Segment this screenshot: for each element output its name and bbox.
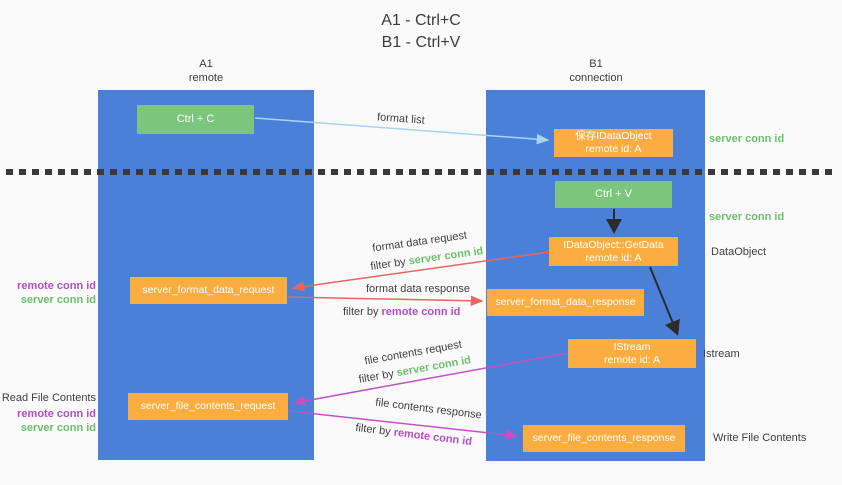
label-dataobject: DataObject [711,246,767,258]
label-server-conn-id-top: server conn id [709,133,785,145]
node-server-file-contents-response-label: server_file_contents_response [532,432,676,444]
node-save-idataobject-line2: remote id: A [585,143,642,155]
node-idataobject-getdata-line1: IDataObject::GetData [563,238,664,251]
column-b-subtitle: connection [569,72,623,84]
node-idataobject-getdata: IDataObject::GetData remote id: A [549,237,678,266]
dotted-separator [6,169,836,175]
label-filter-format-response: filter by remote conn id [343,306,460,318]
node-server-format-data-request: server_format_data_request [130,277,287,304]
filter-by-text: filter by [369,256,407,273]
label-filter-file-response: filter by remote conn id [355,422,473,448]
filter-by-text: filter by [343,306,379,318]
node-istream: IStream remote id: A [568,339,696,368]
node-server-file-contents-response: server_file_contents_response [523,425,685,452]
label-read-file-contents: Read File Contents [1,392,96,404]
node-ctrl-c-label: Ctrl + C [176,113,215,125]
node-server-format-data-response: server_format_data_response [487,289,644,316]
column-a-subtitle: remote [188,72,224,84]
column-b-id: B1 [589,58,603,70]
node-istream-line2: remote id: A [603,353,661,366]
diagram-title: A1 - Ctrl+C B1 - Ctrl+V [0,10,842,54]
label-server-conn-id-mid: server conn id [709,211,785,223]
node-server-format-data-response-label: server_format_data_response [495,296,636,308]
label-write-file-contents: Write File Contents [713,432,807,444]
arrow-format-data-response [287,295,484,307]
node-ctrl-v-label: Ctrl + V [595,188,632,200]
label-istream: Istream [703,348,740,360]
node-ctrl-c: Ctrl + C [137,105,254,134]
label-server-conn-id-1: server conn id [20,294,96,306]
node-ctrl-v: Ctrl + V [555,181,672,208]
remote-conn-id-text: remote conn id [381,306,461,318]
server-conn-id-text: server conn id [407,245,485,268]
left-conn-id-cluster-1: remote conn id server conn id [0,279,96,307]
label-remote-conn-id-1: remote conn id [17,280,96,292]
column-a-id: A1 [199,58,213,70]
label-server-conn-id-2: server conn id [20,422,96,434]
filter-by-text: filter by [354,421,392,439]
node-server-format-data-request-label: server_format_data_request [142,284,275,296]
filter-by-text: filter by [357,367,395,386]
remote-conn-id-text: remote conn id [392,426,473,449]
node-server-file-contents-request-label: server_file_contents_request [140,400,276,412]
node-server-file-contents-request: server_file_contents_request [128,393,288,420]
column-a-header: A1 remote [156,57,256,85]
node-save-idataobject-line1: 保存IDataObject [575,130,652,142]
label-file-contents-response: file contents response [374,396,483,422]
node-idataobject-getdata-line2: remote id: A [585,251,642,264]
title-line-2: B1 - Ctrl+V [381,34,461,51]
node-istream-line1: IStream [613,340,651,353]
column-b-header: B1 connection [546,57,646,85]
label-format-data-response: format data response [366,283,470,295]
label-remote-conn-id-2: remote conn id [17,408,96,420]
label-format-list: format list [376,111,426,127]
left-conn-id-cluster-2: Read File Contents remote conn id server… [0,391,96,435]
title-line-1: A1 - Ctrl+C [381,12,461,29]
node-save-idataobject: 保存IDataObject remote id: A [554,129,673,157]
